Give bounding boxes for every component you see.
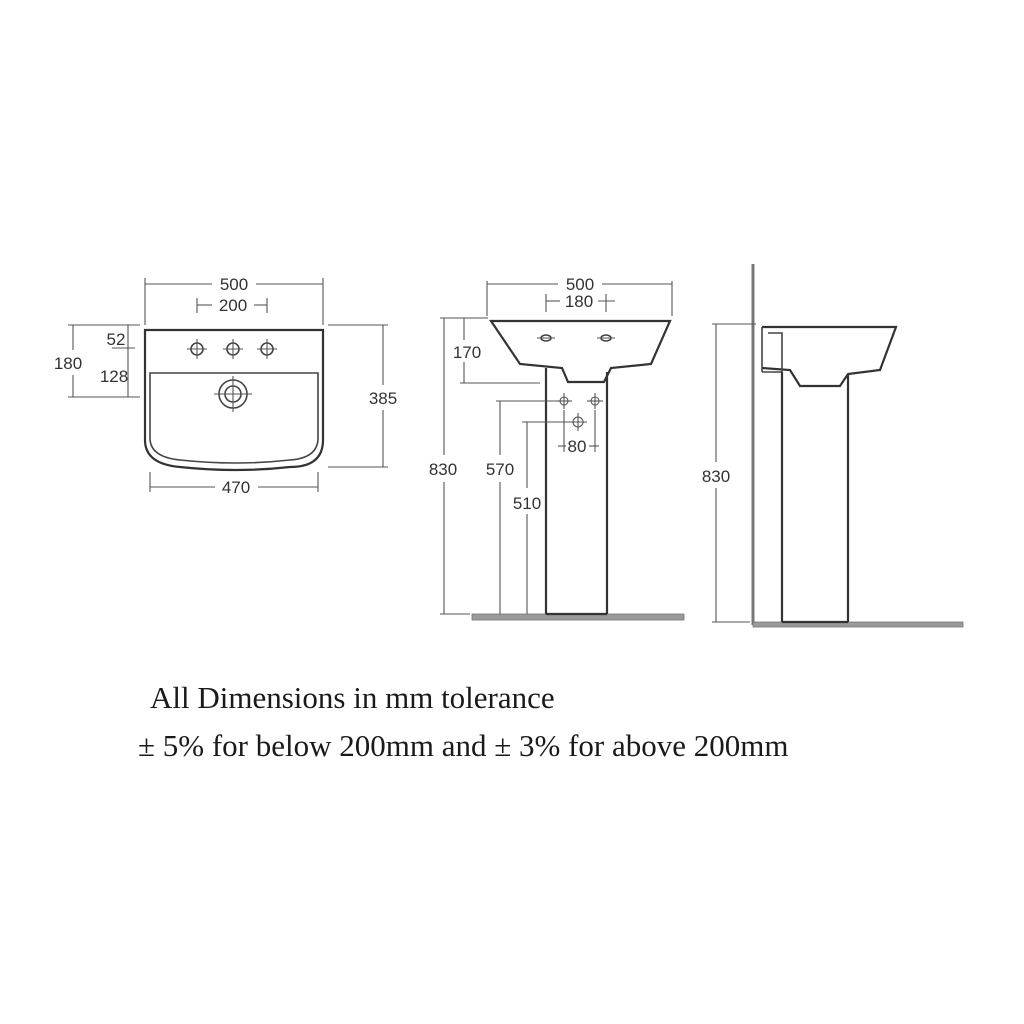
- plan-bowl-width-label: 470: [222, 478, 250, 497]
- front-service-point-right: [587, 393, 603, 409]
- front-service-point-left: [556, 393, 572, 409]
- front-basin-height-label: 170: [453, 343, 481, 362]
- plan-waste-outlet: [214, 376, 252, 412]
- front-tap-hole-left: [537, 334, 555, 342]
- plan-back-to-waste-label: 180: [54, 354, 82, 373]
- plan-tap-hole-right: [257, 339, 277, 359]
- front-overall-height-label: 830: [429, 460, 457, 479]
- side-overall-height-label: 830: [702, 467, 730, 486]
- front-view: 500 180 170 830 570 510 80: [429, 275, 685, 621]
- front-pedestal-outline: [544, 368, 609, 614]
- plan-bowl-outline: [149, 372, 319, 464]
- front-waste-point: [569, 413, 587, 431]
- side-pedestal-outline: [780, 372, 850, 622]
- side-basin-outline: [761, 325, 898, 388]
- tolerance-note-line-1: All Dimensions in mm tolerance: [150, 680, 555, 715]
- front-tap-hole-right: [597, 334, 615, 342]
- plan-tap-to-waste-label: 128: [100, 367, 128, 386]
- tolerance-note-line-2: ± 5% for below 200mm and ± 3% for above …: [138, 728, 789, 763]
- front-service-spacing-label: 80: [568, 437, 587, 456]
- plan-tap-offset-label: 52: [107, 330, 126, 349]
- front-lower-service-height-label: 510: [513, 494, 541, 513]
- front-upper-service-height-label: 570: [486, 460, 514, 479]
- plan-view: 500 200 180 52 128 385 470: [54, 275, 397, 497]
- plan-overall-width-label: 500: [220, 275, 248, 294]
- front-tap-spacing-label: 180: [565, 292, 593, 311]
- plan-basin-outline: [143, 328, 325, 472]
- side-floor: [752, 621, 964, 628]
- front-overall-width-label: 500: [566, 275, 594, 294]
- plan-tap-spacing-label: 200: [219, 296, 247, 315]
- side-view: 830: [702, 264, 964, 628]
- front-basin-outline: [488, 319, 672, 384]
- side-wall-bracket: [761, 327, 783, 373]
- plan-tap-hole-left: [187, 339, 207, 359]
- plan-depth-label: 385: [369, 389, 397, 408]
- plan-tap-hole-center: [223, 339, 243, 359]
